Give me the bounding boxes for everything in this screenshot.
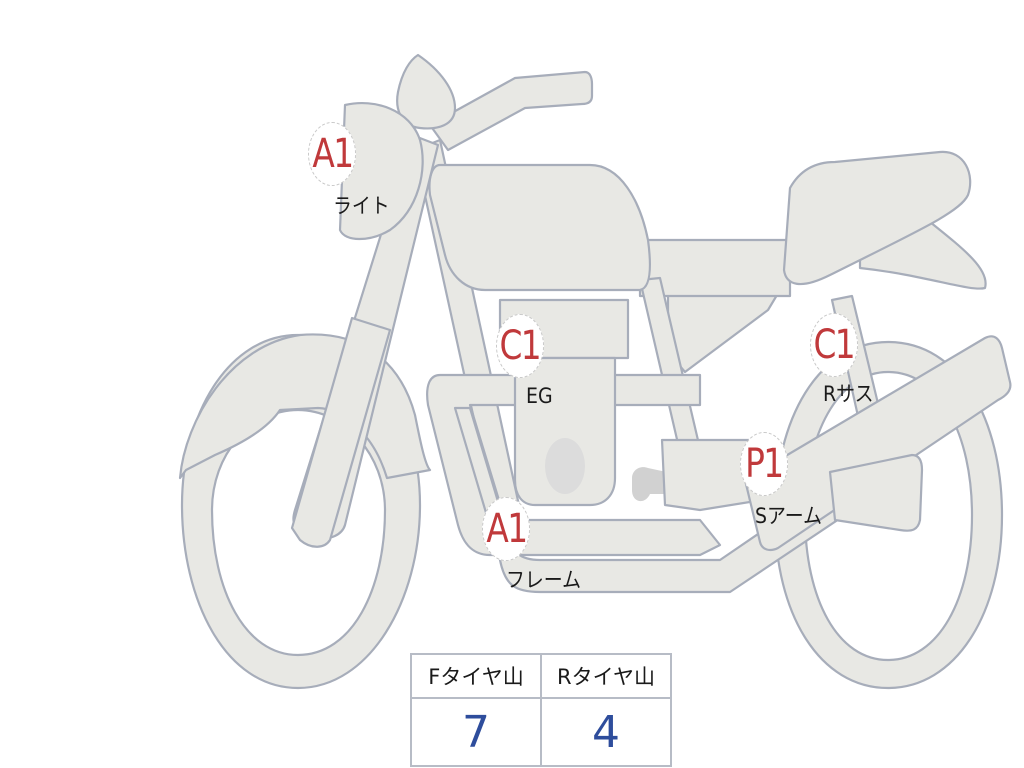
grade-text: A1 xyxy=(485,506,528,552)
part-label-rear-suspension: Rサス xyxy=(823,382,874,406)
part-label-swing-arm: Sアーム xyxy=(755,504,823,528)
fork-bottom xyxy=(290,316,392,548)
engine-block xyxy=(513,356,617,507)
handlebar xyxy=(428,70,594,152)
grade-badge-light: A1 xyxy=(308,122,356,186)
side-cover xyxy=(666,288,782,374)
part-label-frame: フレーム xyxy=(506,568,582,592)
grade-text: C1 xyxy=(499,323,542,369)
swing-arm xyxy=(743,335,1012,552)
table-row: 7 4 xyxy=(410,697,672,767)
grade-text: C1 xyxy=(813,322,856,368)
header-front-tire: Fタイヤ山 xyxy=(410,653,542,699)
headlight xyxy=(338,101,424,241)
fuel-tank xyxy=(428,163,651,292)
seat xyxy=(782,150,972,286)
part-label-light: ライト xyxy=(333,194,390,218)
meter xyxy=(396,53,457,130)
tire-tread-table: Fタイヤ山 Rタイヤ山 7 4 xyxy=(410,653,672,767)
engine-cover-oval xyxy=(545,438,585,494)
grade-text: P1 xyxy=(745,441,784,487)
grade-text: A1 xyxy=(311,131,354,177)
grade-badge-engine: C1 xyxy=(496,314,544,378)
value-front-tire: 7 xyxy=(410,697,542,767)
chain-guard xyxy=(828,453,924,532)
grade-badge-rear-suspension: C1 xyxy=(810,313,858,377)
part-label-engine: EG xyxy=(526,384,553,408)
grade-badge-frame: A1 xyxy=(482,497,530,561)
header-rear-tire: Rタイヤ山 xyxy=(540,653,672,699)
value-rear-tire: 4 xyxy=(540,697,672,767)
table-header-row: Fタイヤ山 Rタイヤ山 xyxy=(410,653,672,699)
grade-badge-swing-arm: P1 xyxy=(740,432,788,496)
